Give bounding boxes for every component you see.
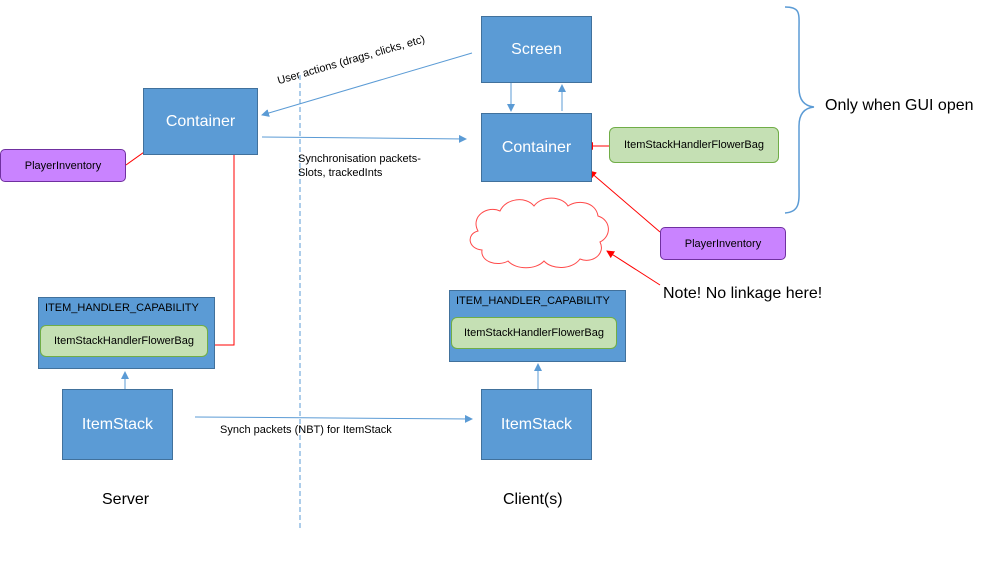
client-inventory-link-arrow [588,170,661,233]
client-label: Client(s) [503,491,563,508]
client-itemstack-box: ItemStack [481,389,592,460]
server-handler-box: ItemStackHandlerFlowerBag [40,325,208,357]
server-handler-link-arrow [208,142,238,346]
client-screen-box: Screen [481,16,592,83]
server-label: Server [102,491,150,508]
note-arrow [606,250,661,286]
client-player-inventory: PlayerInventory [660,227,786,260]
gui-open-brace [784,6,815,214]
synch-itemstack-label: Synch packets (NBT) for ItemStack [220,424,392,436]
server-capability-title: ITEM_HANDLER_CAPABILITY [45,302,199,314]
client-container-box: Container [481,113,592,182]
no-linkage-cloud [469,197,609,269]
no-linkage-note: Note! No linkage here! [663,285,823,302]
client-capability-title: ITEM_HANDLER_CAPABILITY [456,295,610,307]
server-player-inventory: PlayerInventory [0,149,126,182]
sync-packets-label-line1: Synchronisation packets- [298,153,421,165]
sync-packets-arrow [261,134,467,143]
sync-packets-label-line2: Slots, trackedInts [298,167,383,179]
client-handler-box: ItemStackHandlerFlowerBag [451,317,617,349]
server-itemstack-box: ItemStack [62,389,173,460]
synch-itemstack-arrow [194,414,473,423]
server-container-box: Container [143,88,258,155]
user-actions-arrow [261,52,473,117]
client-linked-handler-box: ItemStackHandlerFlowerBag [609,127,779,163]
gui-open-label: Only when GUI open [825,97,974,114]
